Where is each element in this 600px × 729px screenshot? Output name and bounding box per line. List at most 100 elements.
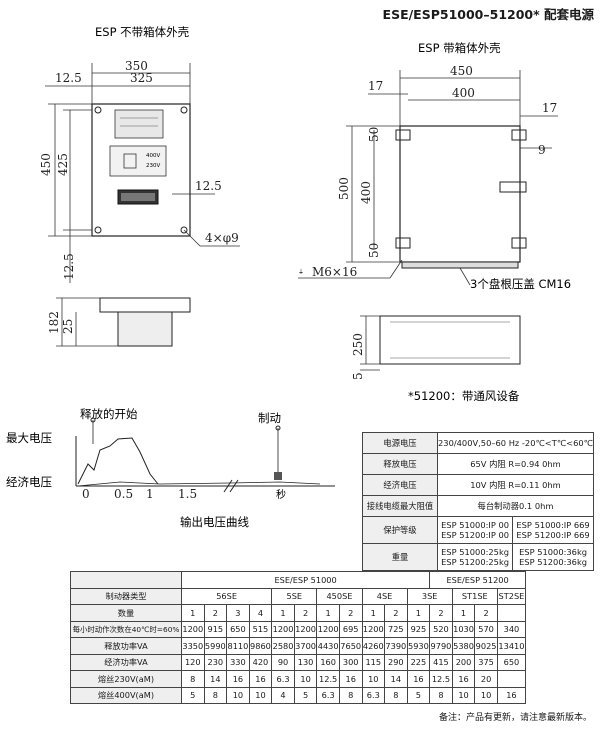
- dim-50-bottom: 50: [367, 243, 381, 258]
- cell: 8: [181, 670, 205, 688]
- qty-cell: 1: [406, 604, 431, 622]
- qty-cell: 1: [181, 604, 205, 622]
- row-label: 熔丝230V(aM): [70, 670, 182, 688]
- qty-cell: 1: [316, 604, 340, 622]
- dim-450: 450: [39, 153, 53, 176]
- cell: 13410: [496, 637, 527, 655]
- tick-1: 1: [146, 487, 154, 501]
- spec-key: 重量: [362, 543, 438, 571]
- cell: 16: [248, 670, 273, 688]
- dim-12-5-bottom: 12.5: [62, 253, 76, 280]
- cell: 14: [203, 670, 228, 688]
- qty-cell: 4: [248, 604, 273, 622]
- cell: 225: [406, 653, 431, 671]
- cell: 16: [406, 670, 431, 688]
- cell: 3350: [181, 637, 205, 655]
- row-label: 释放功率VA: [70, 637, 182, 655]
- tick-0-5: 0.5: [114, 487, 133, 501]
- cell: 12.5: [316, 670, 340, 688]
- voltage-curve: 释放的开始 制动 最大电压 经济电压 0 0.5 1 1.5 秒 输出电压曲线: [6, 407, 335, 529]
- type-cell: 450SE: [316, 587, 363, 605]
- cell: 16: [226, 670, 250, 688]
- cell: 8: [384, 686, 408, 704]
- cell: 915: [203, 620, 228, 638]
- cell: 130: [293, 653, 318, 671]
- qty-cell: 2: [384, 604, 408, 622]
- box-label-400: 400V: [146, 153, 160, 159]
- cell: 200: [451, 653, 476, 671]
- cell: 9860: [248, 637, 273, 655]
- type-cell: 4SE: [361, 587, 408, 605]
- label-brake: 制动: [258, 411, 281, 425]
- cell: 8110: [226, 637, 250, 655]
- type-cell: 56SE: [180, 587, 273, 605]
- cell: 3700: [293, 637, 318, 655]
- cell: 5: [406, 686, 431, 704]
- cell: 300: [338, 653, 363, 671]
- cell: 120: [181, 653, 205, 671]
- cell: 115: [361, 653, 386, 671]
- cell: 6.3: [361, 686, 386, 704]
- dim-500: 500: [337, 177, 351, 200]
- drawing-without-housing: ESP 不带箱体外壳 350 12.5 325 400V 230V 450 42…: [39, 25, 240, 347]
- dim-12-5-right: 12.5: [195, 179, 222, 193]
- label-eco-voltage: 经济电压: [6, 475, 52, 489]
- cell: 520: [429, 620, 453, 638]
- cell: 20: [474, 670, 498, 688]
- qty-cell: 2: [338, 604, 363, 622]
- spec-sub-value: ESP 51000:IP 669: [516, 520, 590, 530]
- dim-400-vertical: 400: [359, 181, 373, 204]
- cell: 650: [226, 620, 250, 638]
- cell: 4260: [361, 637, 386, 655]
- dim-50-top: 50: [367, 127, 381, 142]
- qty-cell: [496, 604, 527, 622]
- qty-cell: 3: [226, 604, 250, 622]
- cell: 1200: [293, 620, 318, 638]
- cell: 420: [248, 653, 273, 671]
- dim-250: 250: [351, 333, 365, 356]
- cell: 340: [496, 620, 527, 638]
- m6-label: M6×16: [312, 265, 357, 279]
- cell: 14: [384, 670, 408, 688]
- cell: 725: [384, 620, 408, 638]
- cell: 8: [203, 686, 228, 704]
- table-row: 接线电缆最大阻值每台制动器0.1 0hm: [362, 495, 594, 517]
- cell: 695: [338, 620, 363, 638]
- cell: 7650: [338, 637, 363, 655]
- box-label-230: 230V: [146, 163, 160, 169]
- spec-value: 65V 内阻 R=0.94 0hm: [437, 453, 594, 475]
- cell: 16: [338, 670, 363, 688]
- cell: 4: [271, 686, 295, 704]
- dim-17-top: 17: [368, 79, 383, 93]
- cell: 330: [226, 653, 250, 671]
- cell: 1200: [181, 620, 205, 638]
- qty-cell: 2: [293, 604, 318, 622]
- spec-sub-value: ESP 51200:IP 00: [441, 530, 510, 540]
- spec-value: 230/400V,50–60 Hz -20℃<T℃<60℃: [437, 432, 594, 454]
- table-row: 制动器类型 56SE 5SE 450SE 4SE 3SE ST1SE ST2SE: [70, 587, 527, 605]
- cell: 10: [361, 670, 386, 688]
- cell: 16: [451, 670, 476, 688]
- dim-12-5-top: 12.5: [55, 71, 82, 85]
- cell: 2580: [271, 637, 295, 655]
- cell: 10: [474, 686, 498, 704]
- drawing-left-title: ESP 不带箱体外壳: [95, 25, 190, 39]
- cell: 6.3: [316, 686, 340, 704]
- cell: 5930: [406, 637, 431, 655]
- cell: 1200: [361, 620, 386, 638]
- cell: 160: [316, 653, 340, 671]
- svg-text:⏚: ⏚: [298, 269, 304, 276]
- drawing-with-housing: ESP 带箱体外壳 450 400 17 17 9 500 400 50 50 …: [298, 41, 571, 403]
- table-row: 数量 1 2 3 4 1 2 1 2 1 2 1 2 1 2: [70, 604, 527, 622]
- cell: 12.5: [429, 670, 453, 688]
- vent-note: *51200：带通风设备: [408, 389, 520, 403]
